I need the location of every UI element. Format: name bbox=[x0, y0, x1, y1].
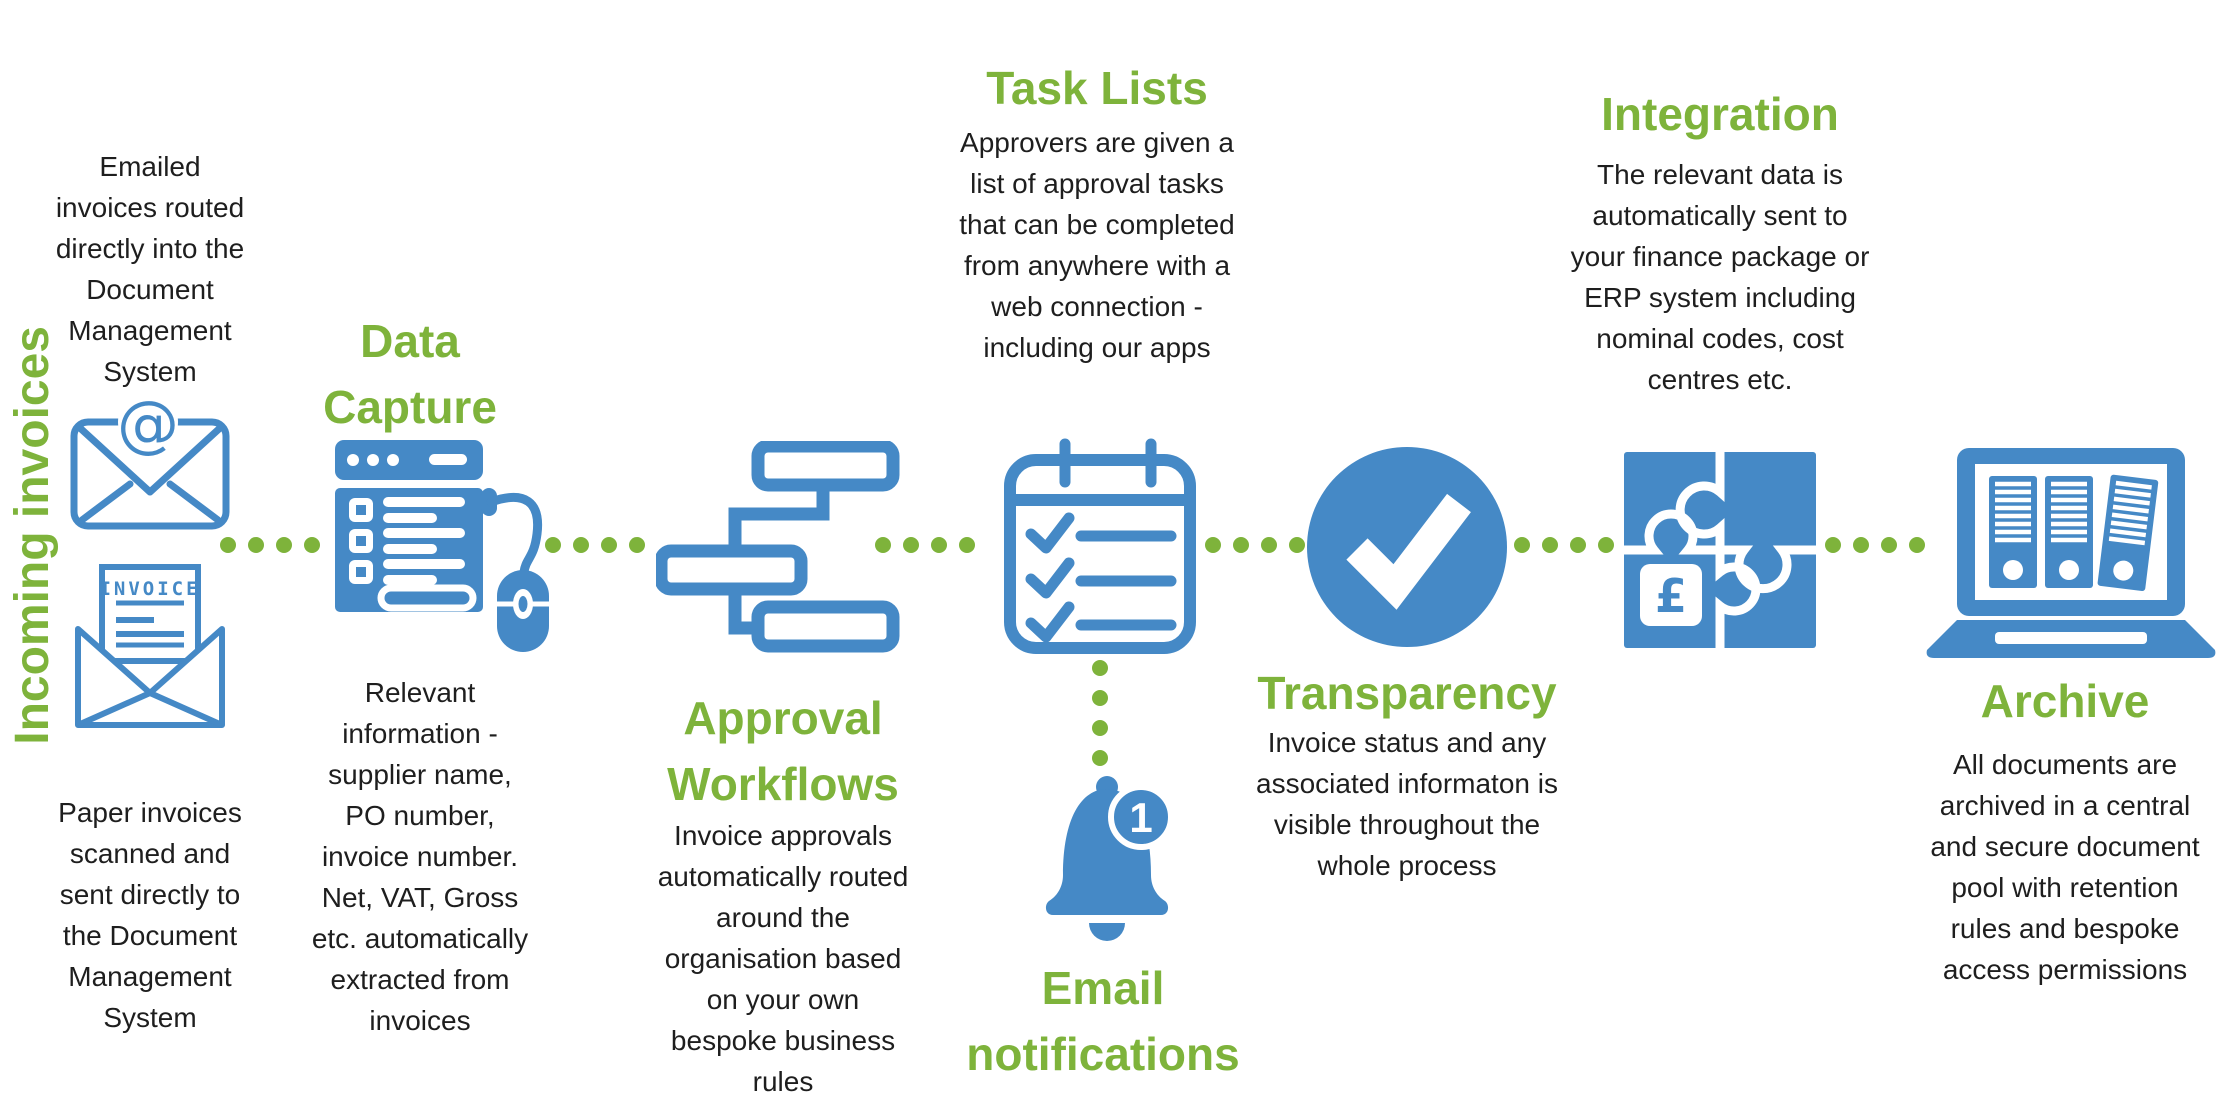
puzzle-icon: £ bbox=[1624, 452, 1816, 648]
archive-title: Archive bbox=[1980, 675, 2150, 727]
invoice-label: INVOICE bbox=[99, 578, 200, 600]
binder-icon bbox=[1989, 476, 2037, 588]
dot bbox=[1092, 750, 1108, 766]
bell-notification-icon: 1 bbox=[1045, 776, 1174, 941]
dot bbox=[1092, 690, 1108, 706]
task-lists-text: Approvers are given a list of approval t… bbox=[959, 127, 1235, 363]
notification-count: 1 bbox=[1129, 794, 1152, 841]
dot bbox=[1233, 537, 1249, 553]
dot bbox=[276, 537, 292, 553]
dotted-connector bbox=[545, 537, 645, 553]
dot bbox=[875, 537, 891, 553]
email-at-icon: @ bbox=[70, 390, 230, 530]
pound-symbol: £ bbox=[1655, 569, 1687, 623]
dot bbox=[1825, 537, 1841, 553]
dotted-connector bbox=[1205, 537, 1305, 553]
dot bbox=[903, 537, 919, 553]
dotted-connector bbox=[875, 537, 975, 553]
integration-title: Integration bbox=[1601, 88, 1839, 140]
dotted-connector bbox=[1514, 537, 1614, 553]
dot bbox=[1092, 660, 1108, 676]
transparency-title: Transparency bbox=[1257, 667, 1557, 719]
transparency-text: Invoice status and any associated inform… bbox=[1256, 727, 1558, 881]
binder-icon bbox=[2045, 476, 2093, 588]
dot bbox=[1261, 537, 1277, 553]
form-window-icon bbox=[335, 440, 483, 612]
dot bbox=[304, 537, 320, 553]
approval-workflows-title: Approval Workflows bbox=[667, 692, 899, 810]
dot bbox=[1881, 537, 1897, 553]
notification-badge: 1 bbox=[1108, 784, 1174, 850]
pound-badge: £ bbox=[1640, 564, 1702, 626]
dot bbox=[1909, 537, 1925, 553]
dot bbox=[1092, 720, 1108, 736]
task-list-icon bbox=[1004, 438, 1196, 654]
emailed-invoices-text: Emailed invoices routed directly into th… bbox=[55, 151, 245, 387]
dot bbox=[931, 537, 947, 553]
dot bbox=[573, 537, 589, 553]
mouse-icon bbox=[481, 488, 549, 652]
dot bbox=[1514, 537, 1530, 553]
dot bbox=[1598, 537, 1614, 553]
task-lists-title: Task Lists bbox=[986, 62, 1208, 114]
dot bbox=[220, 537, 236, 553]
dot bbox=[545, 537, 561, 553]
data-capture-text: Relevant information - supplier name, PO… bbox=[311, 677, 529, 1036]
dot bbox=[248, 537, 264, 553]
dot bbox=[1542, 537, 1558, 553]
dot bbox=[629, 537, 645, 553]
dotted-connector-vertical bbox=[1092, 660, 1108, 766]
dot bbox=[1853, 537, 1869, 553]
dot bbox=[959, 537, 975, 553]
archive-text: All documents are archived in a central … bbox=[1930, 749, 2200, 985]
approval-workflow-icon bbox=[656, 441, 900, 653]
data-capture-title: Data Capture bbox=[323, 315, 497, 433]
binder-icon-tilted bbox=[2097, 474, 2159, 592]
at-symbol: @ bbox=[117, 390, 179, 460]
dot bbox=[601, 537, 617, 553]
dot bbox=[1570, 537, 1586, 553]
invoice-envelope-icon: INVOICE bbox=[75, 564, 225, 728]
data-capture-icon bbox=[335, 440, 549, 652]
dotted-connector bbox=[1825, 537, 1925, 553]
paper-invoices-text: Paper invoices scanned and sent directly… bbox=[58, 797, 242, 1033]
checkmark-circle-icon bbox=[1307, 447, 1507, 647]
integration-text: The relevant data is automatically sent … bbox=[1570, 159, 1870, 395]
dot bbox=[1205, 537, 1221, 553]
dot bbox=[1289, 537, 1305, 553]
laptop-archive-icon bbox=[1926, 448, 2216, 658]
email-notifications-title: Email notifications bbox=[966, 962, 1240, 1080]
approval-workflows-text: Invoice approvals automatically routed a… bbox=[657, 820, 909, 1097]
dotted-connector bbox=[220, 537, 320, 553]
